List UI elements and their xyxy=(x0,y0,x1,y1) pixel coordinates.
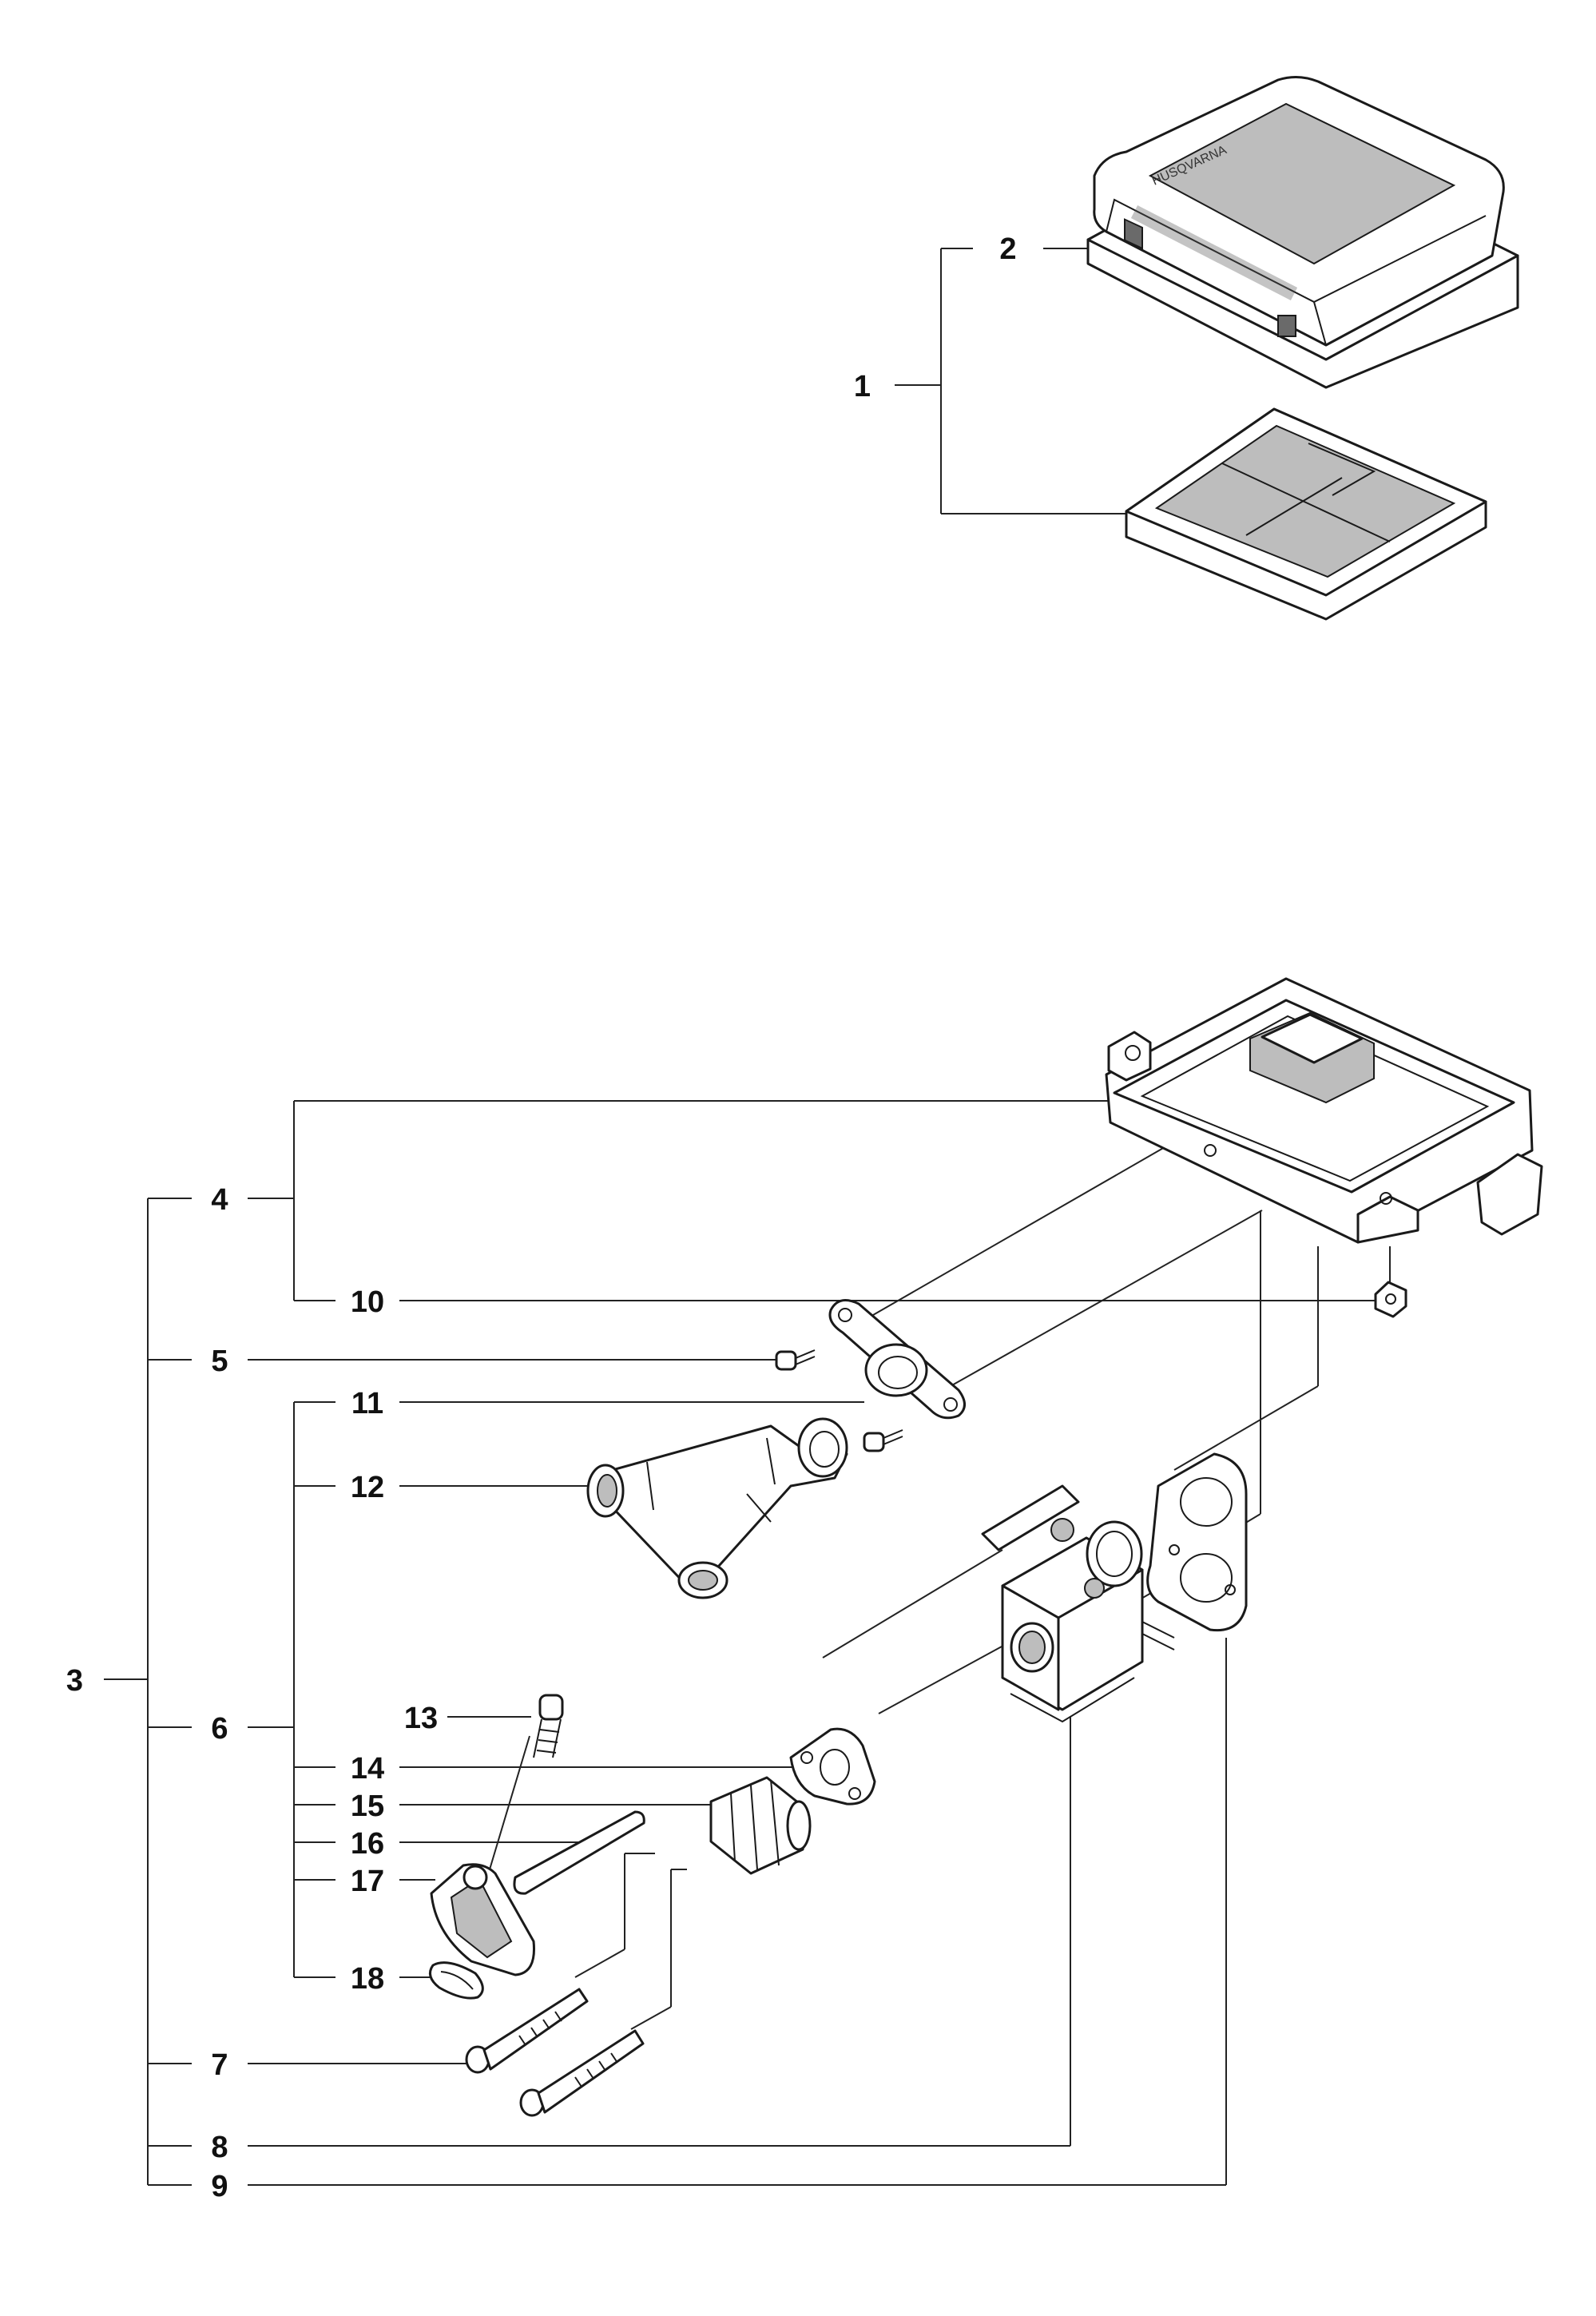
holder-plate[interactable] xyxy=(430,1863,536,1976)
callout-12: 12 xyxy=(351,1471,384,1504)
intake-boot[interactable] xyxy=(709,1776,812,1875)
air-filter-housing[interactable] xyxy=(1105,977,1543,1244)
callout-16: 16 xyxy=(351,1827,384,1861)
callout-9: 9 xyxy=(211,2170,228,2203)
air-filter-element[interactable] xyxy=(1125,407,1487,621)
callout-1: 1 xyxy=(854,370,871,403)
screw-5b[interactable] xyxy=(863,1429,903,1452)
callout-3: 3 xyxy=(66,1664,83,1698)
callout-17: 17 xyxy=(351,1865,384,1898)
long-bolt-a[interactable] xyxy=(465,1988,589,2074)
leader-lines-top xyxy=(895,248,1126,514)
callout-5: 5 xyxy=(211,1345,228,1378)
intake-manifold[interactable] xyxy=(586,1417,848,1599)
leader-lines-bottom xyxy=(104,1100,1391,2186)
callout-11: 11 xyxy=(351,1387,383,1420)
screw-13[interactable] xyxy=(533,1694,564,1758)
screw-5a[interactable] xyxy=(775,1349,816,1371)
callout-15: 15 xyxy=(351,1790,384,1823)
carburetor-gasket[interactable] xyxy=(1146,1452,1248,1632)
callout-13: 13 xyxy=(404,1702,438,1735)
callout-10: 10 xyxy=(351,1285,384,1319)
intake-flange[interactable] xyxy=(828,1299,966,1420)
clip-ring[interactable] xyxy=(428,1961,484,2000)
carburetor[interactable] xyxy=(981,1484,1175,1723)
callout-18: 18 xyxy=(351,1962,384,1996)
callout-6: 6 xyxy=(211,1712,228,1746)
long-bolt-b[interactable] xyxy=(519,2029,645,2117)
air-filter-cover[interactable] xyxy=(1086,76,1519,389)
callout-7: 7 xyxy=(211,2048,228,2082)
callout-4: 4 xyxy=(211,1183,228,1217)
impulse-hose[interactable] xyxy=(513,1810,645,1895)
flange-ring[interactable] xyxy=(789,1727,876,1806)
callout-2: 2 xyxy=(999,232,1016,266)
square-nut[interactable] xyxy=(1374,1281,1407,1318)
callout-8: 8 xyxy=(211,2131,228,2164)
callout-14: 14 xyxy=(351,1752,384,1786)
